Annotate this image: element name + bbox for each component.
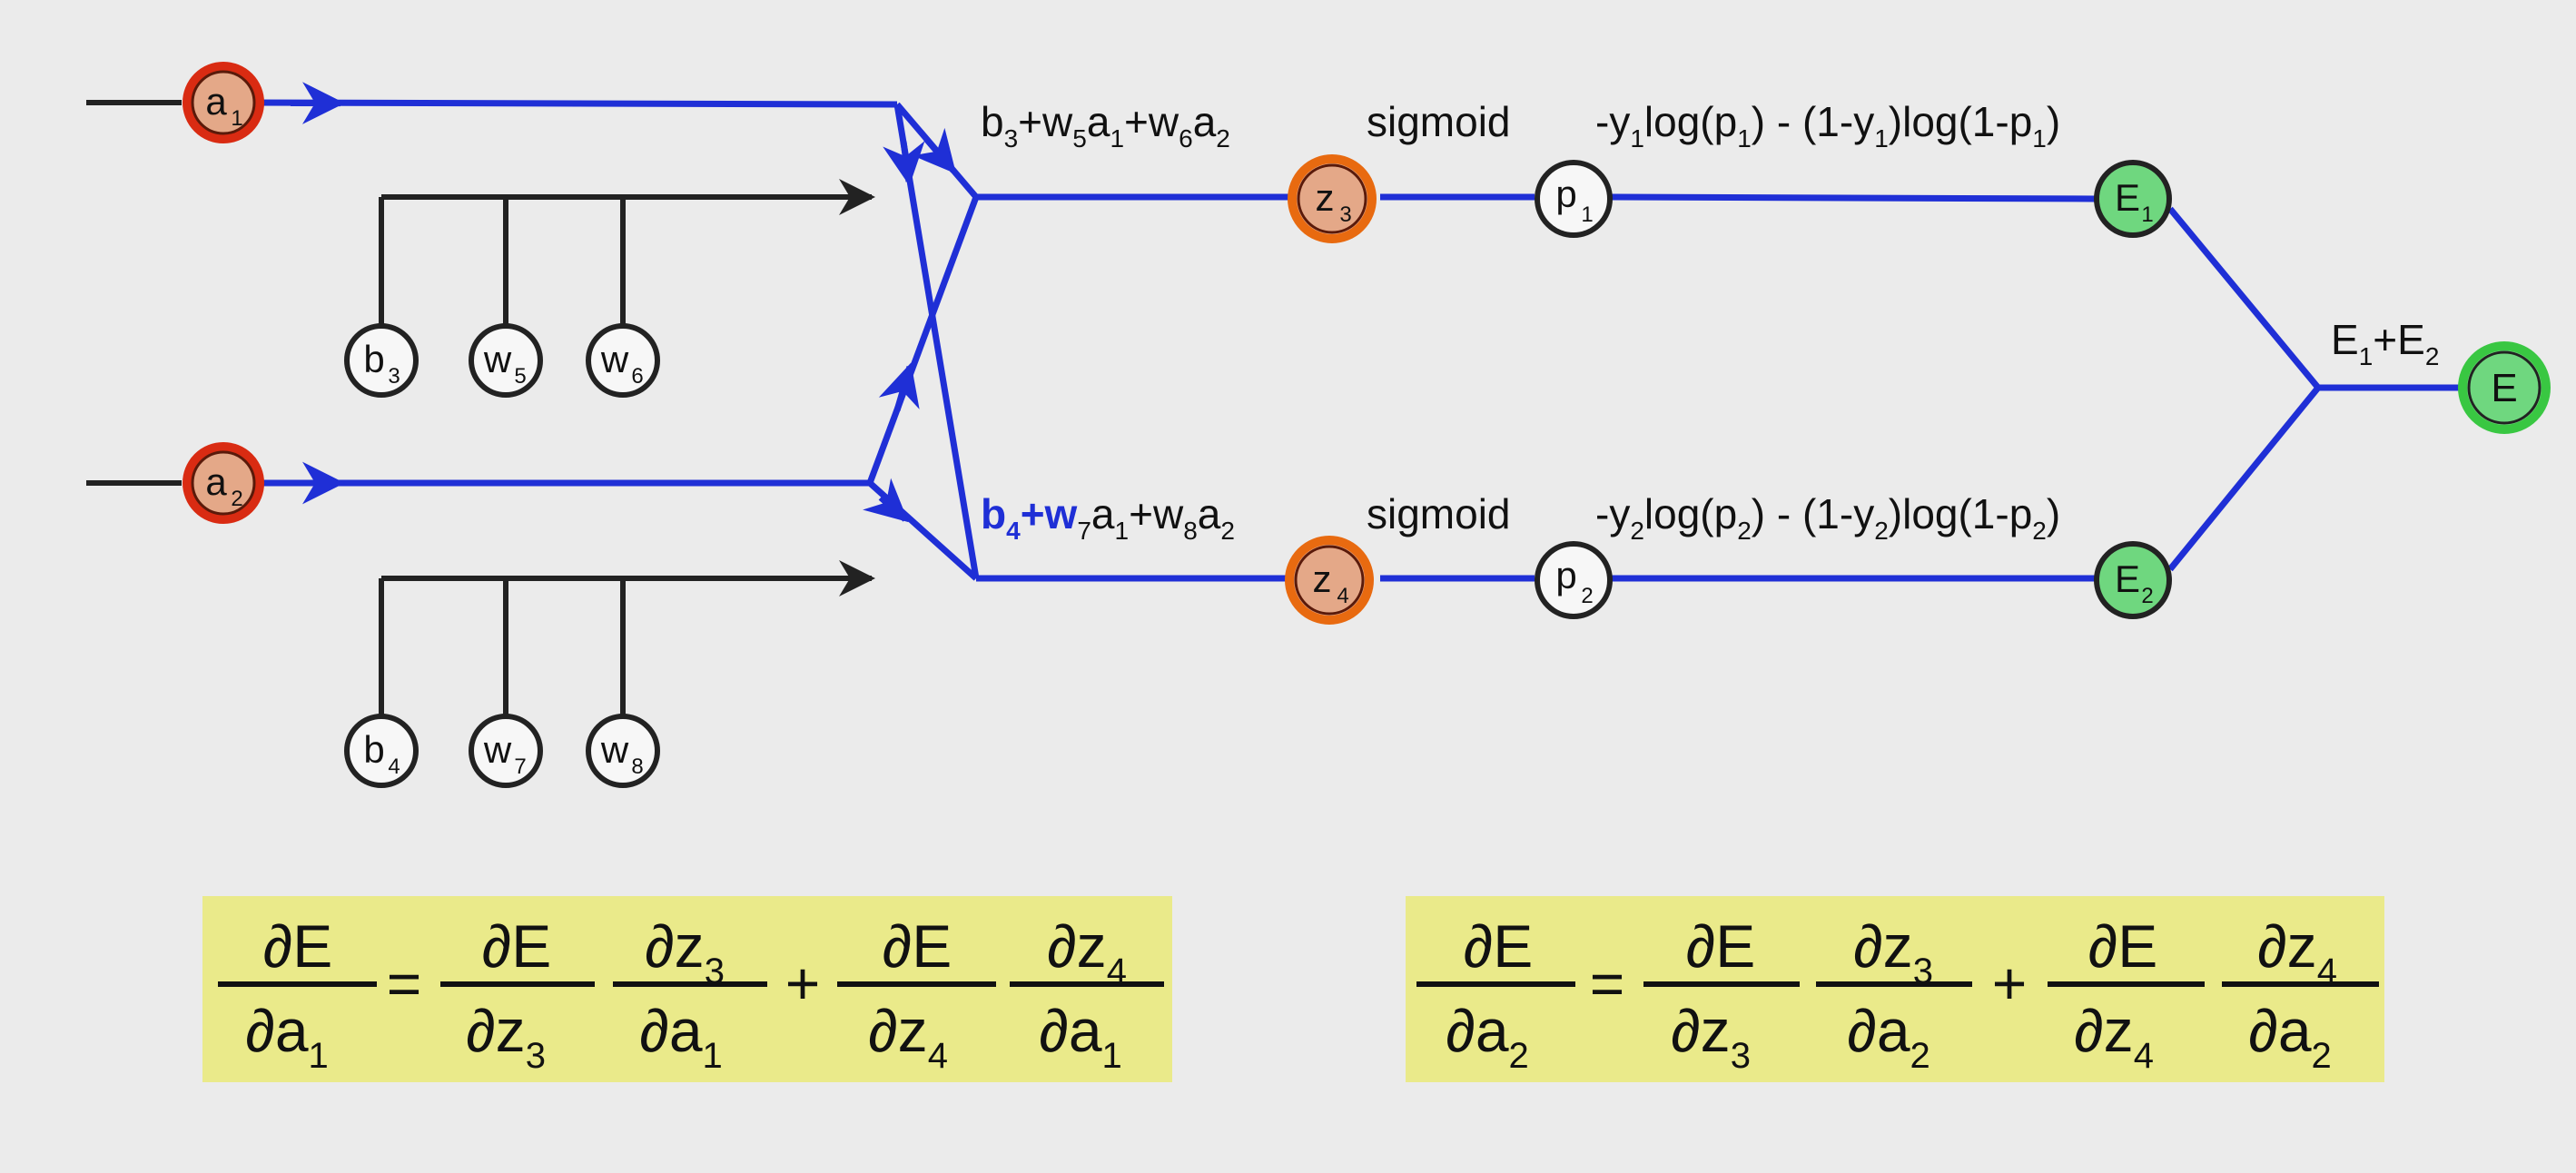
node-w7: w 7 xyxy=(471,716,540,785)
t1-num: ∂E xyxy=(482,912,552,980)
lhs-num: ∂E xyxy=(1464,912,1534,980)
node-b3: b 3 xyxy=(347,326,416,395)
node-w7-label: w xyxy=(483,728,512,771)
node-w6-label: w xyxy=(600,338,629,380)
node-z3-sub: 3 xyxy=(1339,202,1351,227)
node-b4: b 4 xyxy=(347,716,416,785)
z3-formula-label: b3+w5a1+w6a2 xyxy=(981,98,1230,153)
t3-num: ∂E xyxy=(883,912,952,980)
node-E2-label: E xyxy=(2115,557,2140,600)
node-p2-sub: 2 xyxy=(1581,584,1593,608)
z4-formula-label: b4+w7a1+w8a2 xyxy=(981,490,1235,545)
lhs-num: ∂E xyxy=(263,912,333,980)
E2-to-sum-edge xyxy=(2170,388,2318,569)
sigmoid-top-label: sigmoid xyxy=(1367,98,1511,145)
arrow-a1-z3 xyxy=(926,139,953,171)
node-E1-label: E xyxy=(2115,176,2140,219)
loss-top-label: -y1log(p1) - (1-y1)log(1-p1) xyxy=(1595,98,2060,153)
node-p2-label: p xyxy=(1555,554,1576,596)
node-w8: w 8 xyxy=(588,716,657,785)
node-z3-label: z xyxy=(1316,176,1335,219)
node-w5-label: w xyxy=(483,338,512,380)
E1-to-sum-edge xyxy=(2170,209,2318,388)
node-E2: E 2 xyxy=(2097,544,2169,616)
node-p1-label: p xyxy=(1555,172,1576,215)
node-E-label: E xyxy=(2491,366,2517,410)
node-E1: E 1 xyxy=(2097,163,2169,235)
p1-to-E1-edge xyxy=(1612,197,2095,199)
node-p1-sub: 1 xyxy=(1581,202,1593,227)
arrow-a1-z4 xyxy=(903,142,909,182)
node-w6-sub: 6 xyxy=(631,364,643,389)
equals-sign: = xyxy=(387,950,422,1017)
loss-bottom-label: -y2log(p2) - (1-y2)log(1-p2) xyxy=(1595,490,2060,545)
node-z4-sub: 4 xyxy=(1337,584,1348,608)
node-a2-sub: 2 xyxy=(231,487,242,511)
node-b4-sub: 4 xyxy=(388,754,400,779)
node-w6: w 6 xyxy=(588,326,657,395)
node-b4-label: b xyxy=(363,728,384,771)
node-a2: a 2 xyxy=(187,447,260,519)
total-error-label: E1+E2 xyxy=(2331,316,2439,370)
node-z4: z 4 xyxy=(1289,540,1369,620)
node-w8-label: w xyxy=(600,728,629,771)
node-w7-sub: 7 xyxy=(514,754,526,779)
node-w5-sub: 5 xyxy=(514,364,526,389)
sigmoid-bottom-label: sigmoid xyxy=(1367,490,1511,537)
node-a1-sub: 1 xyxy=(231,106,242,131)
equals-sign: = xyxy=(1590,950,1625,1017)
node-a1-label: a xyxy=(205,80,227,123)
plus-sign: + xyxy=(785,950,821,1017)
t1-num: ∂E xyxy=(1686,912,1756,980)
node-w5: w 5 xyxy=(471,326,540,395)
node-a1: a 1 xyxy=(187,66,260,139)
node-a2-label: a xyxy=(205,460,227,503)
node-b3-label: b xyxy=(363,338,384,380)
node-E1-sub: 1 xyxy=(2141,202,2153,227)
formula-box-a1: ∂E ∂a1 = ∂E ∂z3 ∂z3 ∂a1 + ∂E ∂z4 ∂z4 ∂a1 xyxy=(202,896,1172,1082)
formula-box-a2: ∂E ∂a2 = ∂E ∂z3 ∂z3 ∂a2 + ∂E ∂z4 ∂z4 ∂a2 xyxy=(1406,896,2384,1082)
node-b3-sub: 3 xyxy=(388,364,400,389)
t3-num: ∂E xyxy=(2088,912,2158,980)
a1-forward-edge xyxy=(248,103,897,104)
black-edges xyxy=(86,103,872,717)
node-p1: p 1 xyxy=(1537,163,1610,235)
a2-to-z3-edge xyxy=(870,197,976,483)
node-w8-sub: 8 xyxy=(631,754,643,779)
node-E2-sub: 2 xyxy=(2141,584,2153,608)
node-p2: p 2 xyxy=(1537,544,1610,616)
node-z3: z 3 xyxy=(1292,159,1372,239)
node-z4-label: z xyxy=(1313,557,1332,600)
plus-sign: + xyxy=(1992,950,2028,1017)
node-E: E xyxy=(2462,346,2546,429)
